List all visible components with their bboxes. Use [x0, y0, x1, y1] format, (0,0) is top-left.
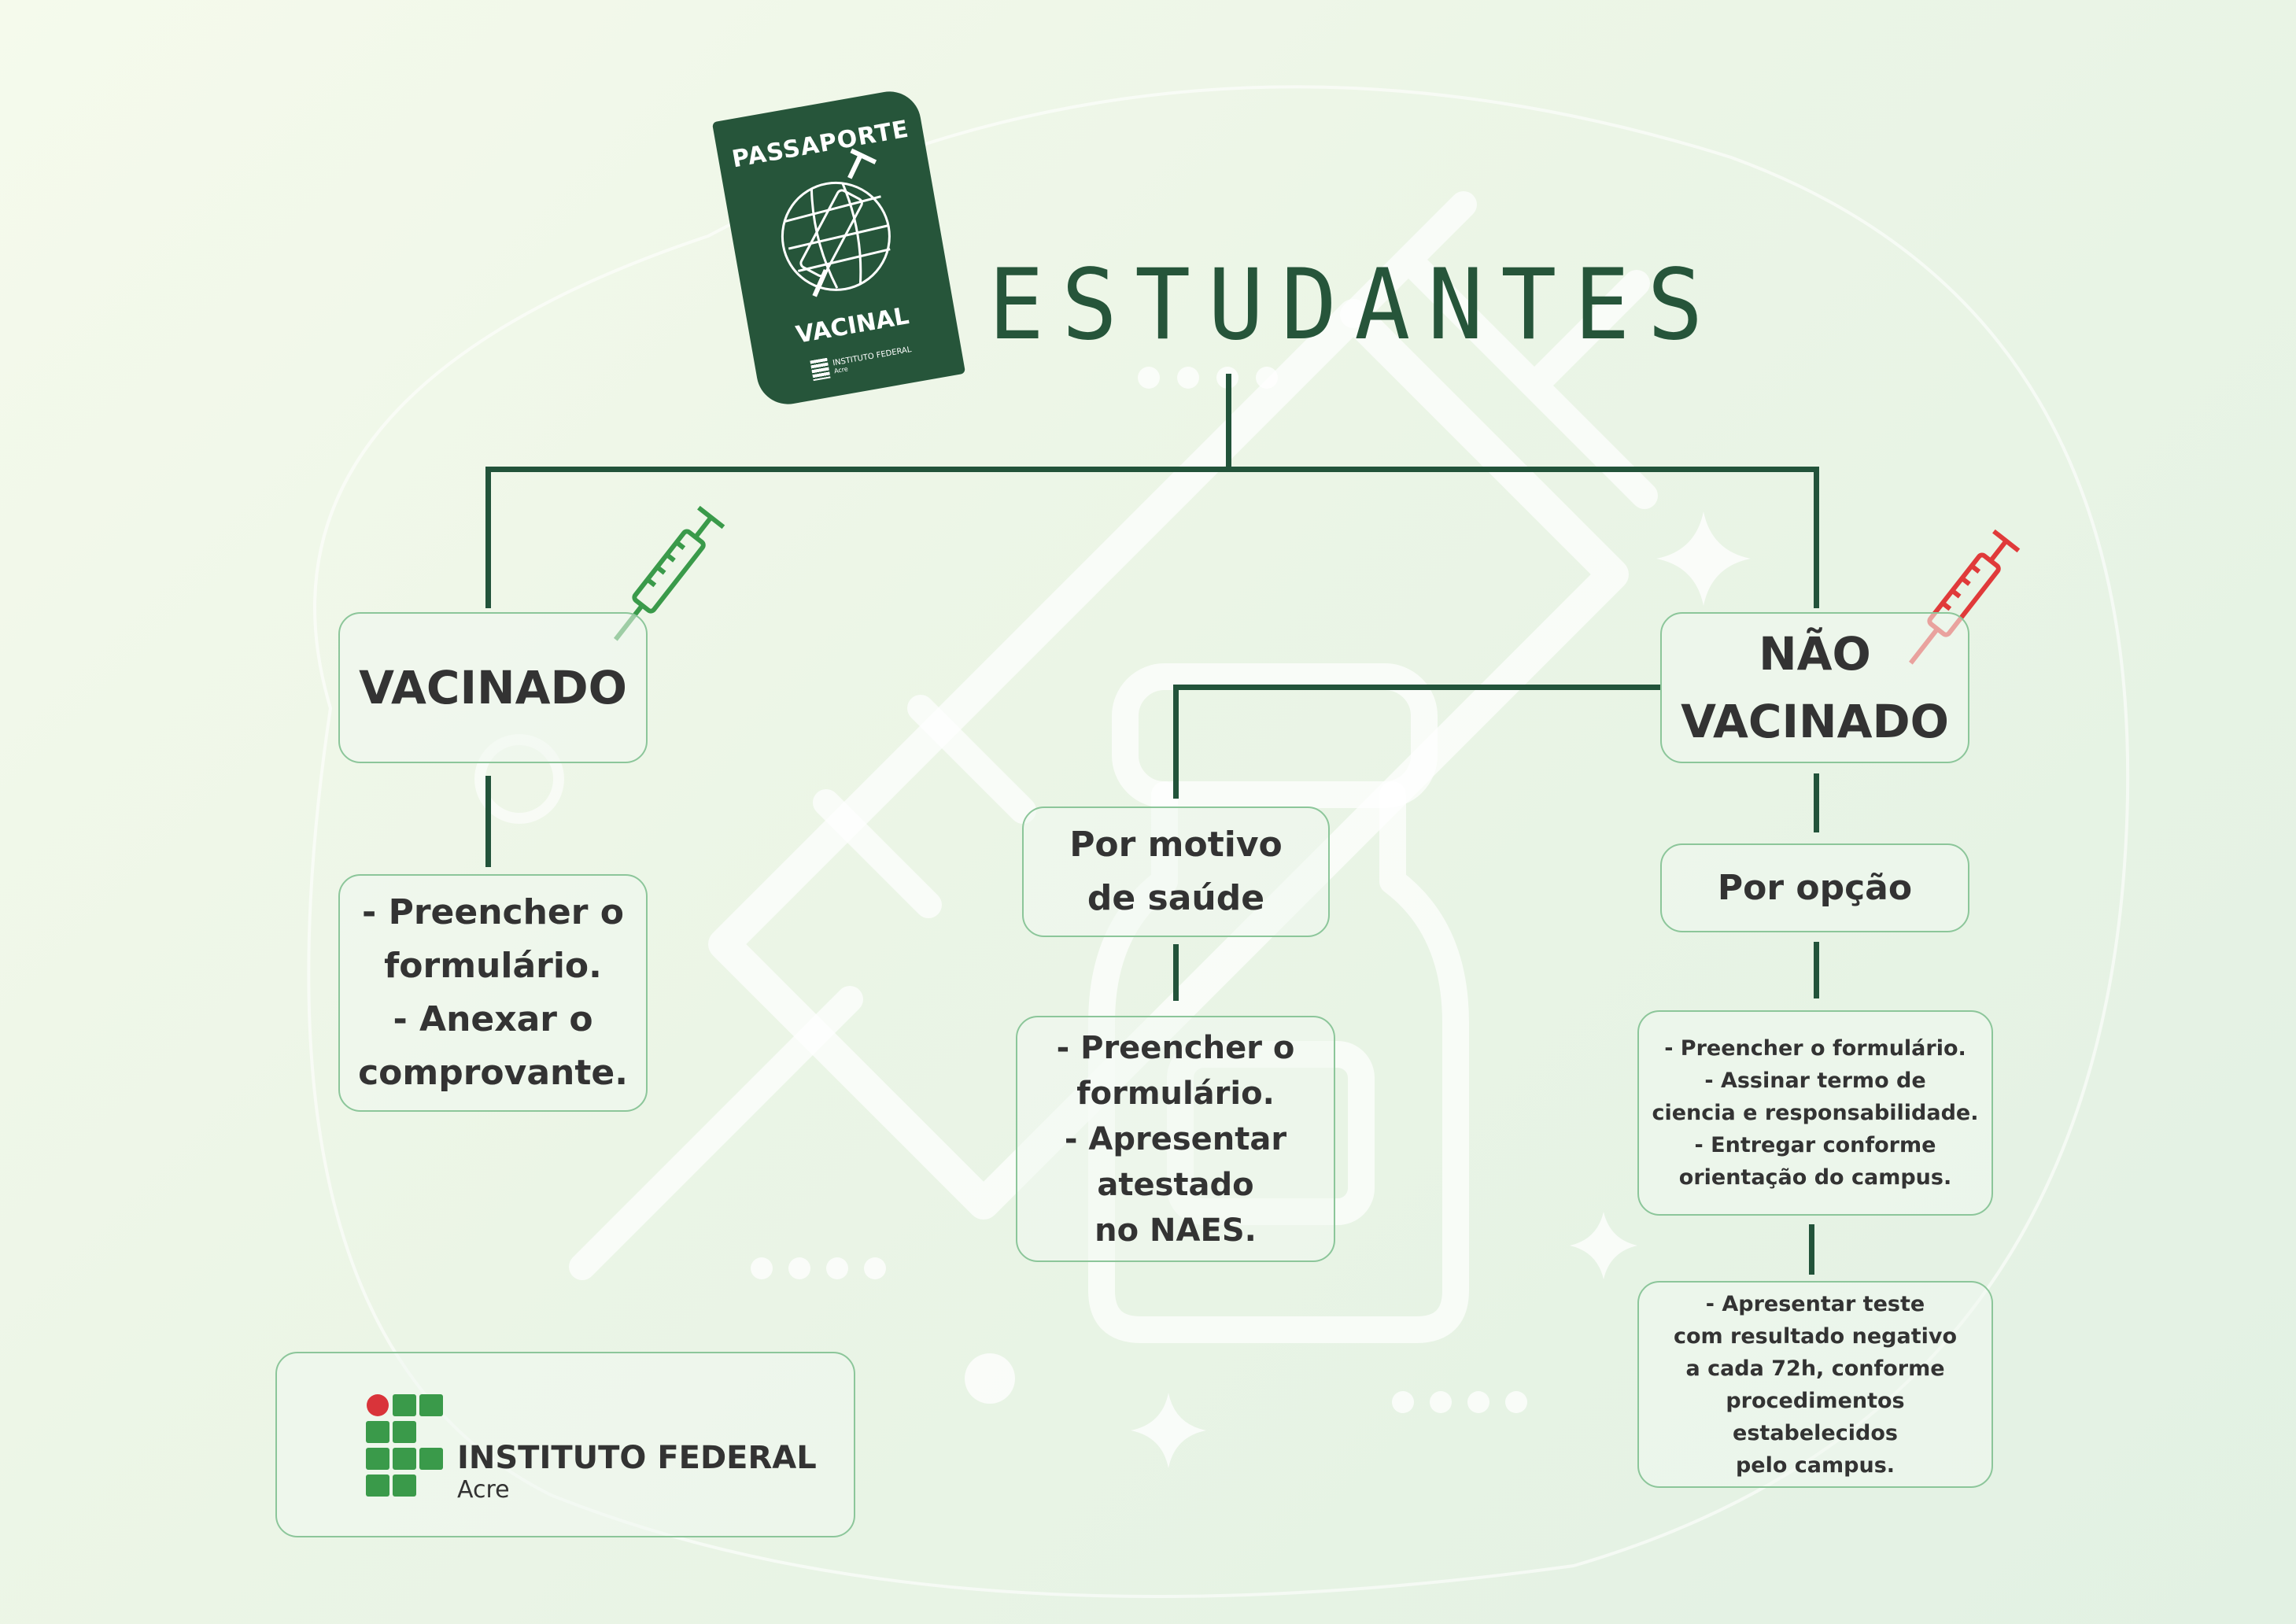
health-reason-steps: - Preencher o formulário. - Apresentar a… — [1016, 1016, 1335, 1262]
logo-subtitle: Acre — [457, 1476, 510, 1504]
vaccinated-steps: - Preencher o formulário. - Anexar o com… — [338, 874, 648, 1112]
logo-box — [275, 1352, 855, 1537]
connector — [1173, 685, 1661, 690]
connector — [485, 776, 491, 867]
vaccinated-box: VACINADO — [338, 612, 648, 763]
if-logo-icon — [366, 1394, 443, 1497]
page-title: ESTUDANTES — [988, 247, 1721, 362]
test-requirement-box: - Apresentar teste com resultado negativ… — [1637, 1281, 1993, 1488]
by-choice-box: Por opção — [1660, 843, 1969, 932]
connector — [1814, 773, 1819, 832]
connector — [485, 467, 491, 608]
globe-syringe-icon — [781, 148, 891, 297]
by-choice-steps: - Preencher o formulário. - Assinar term… — [1637, 1010, 1993, 1216]
connector — [1809, 1224, 1814, 1275]
connector — [485, 467, 1819, 472]
connector — [1814, 467, 1819, 608]
not-vaccinated-box: NÃO VACINADO — [1660, 612, 1969, 763]
health-reason-box: Por motivo de saúde — [1022, 806, 1330, 937]
logo-name: INSTITUTO FEDERAL — [457, 1440, 817, 1476]
connector — [1226, 374, 1231, 471]
connector — [1814, 942, 1819, 998]
connector — [1173, 944, 1179, 1001]
connector — [1173, 685, 1179, 799]
